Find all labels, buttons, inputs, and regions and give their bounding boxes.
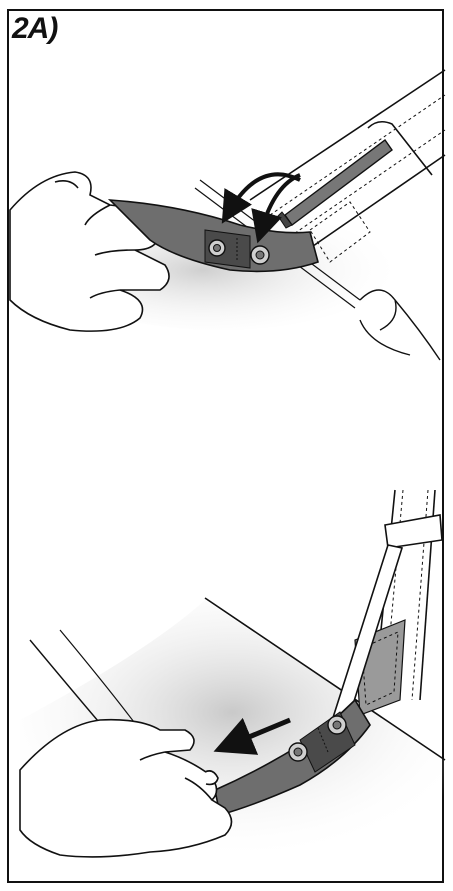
sail-pocket-bottom (355, 490, 442, 715)
